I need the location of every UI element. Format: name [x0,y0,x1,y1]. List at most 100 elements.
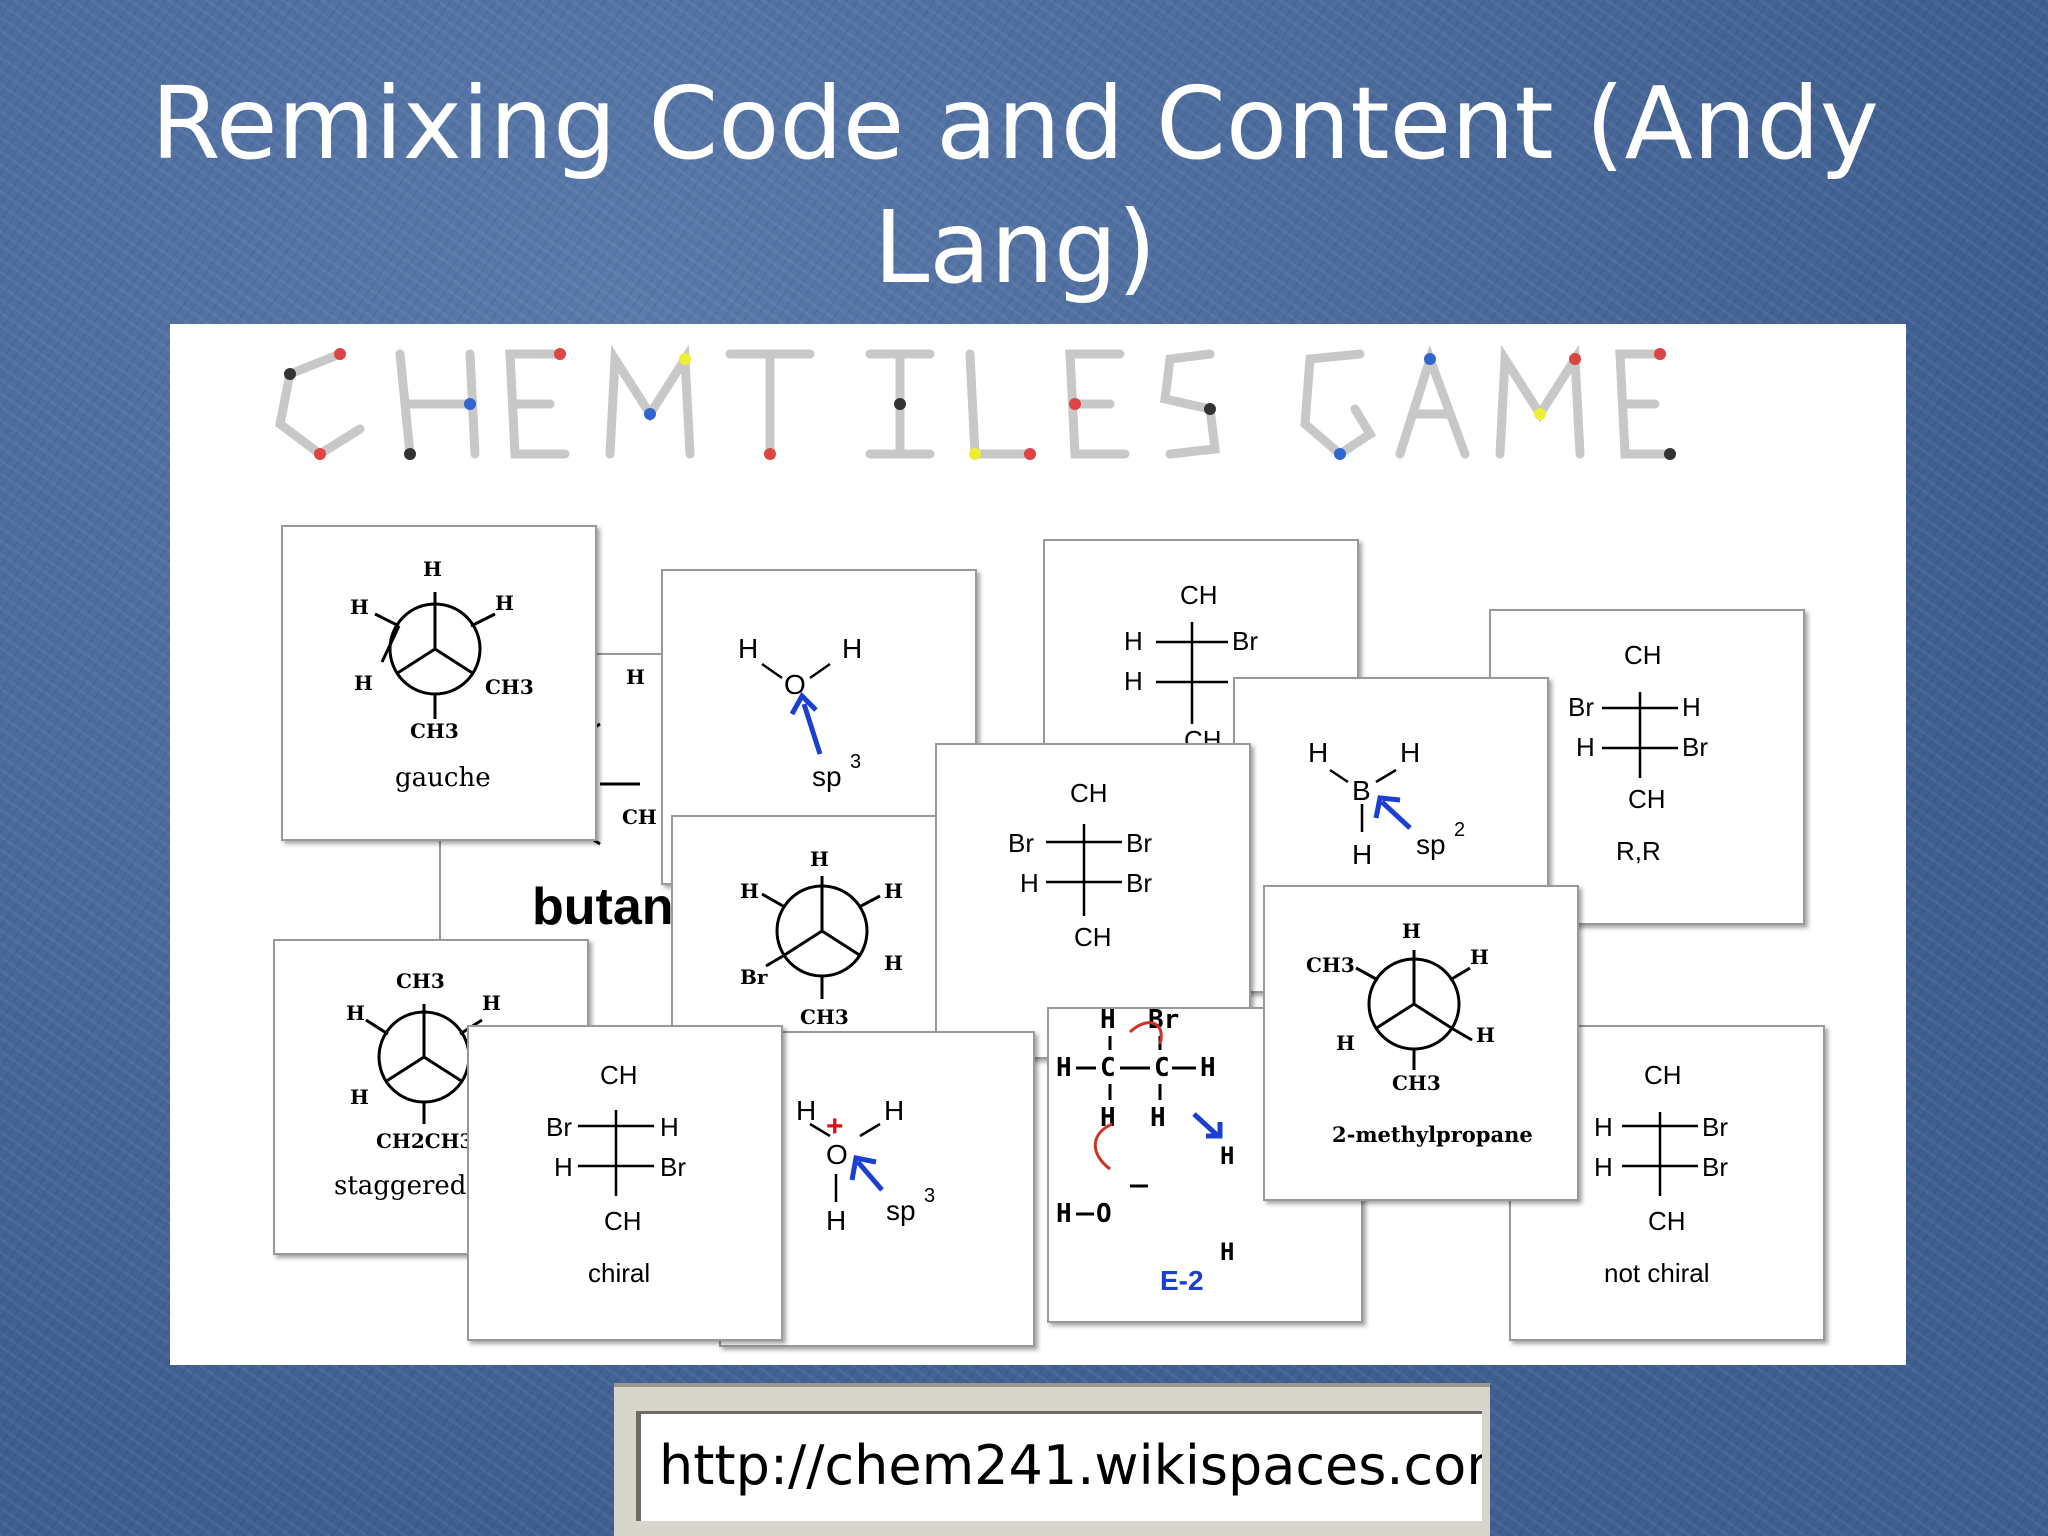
svg-text:H: H [842,633,862,664]
card-fischer-meso[interactable]: CH Br Br H Br CH [935,743,1251,1059]
svg-text:not chiral: not chiral [1604,1258,1710,1288]
svg-text:Br: Br [1682,732,1708,762]
svg-text:Br: Br [1232,626,1258,656]
svg-text:CH: CH [1624,640,1662,670]
svg-text:H: H [1336,1031,1355,1055]
svg-text:CH3: CH3 [1392,1071,1441,1095]
svg-text:CH: CH [1648,1206,1686,1236]
svg-text:H: H [1056,1053,1072,1083]
svg-text:O: O [826,1139,848,1170]
butane-ch: CH [622,805,657,829]
svg-text:H: H [354,671,373,695]
svg-text:sp: sp [812,761,842,792]
svg-text:H: H [1308,737,1328,768]
svg-text:H: H [1402,919,1421,943]
svg-text:Br: Br [740,965,768,989]
card-chiral[interactable]: CH Br H H Br CH chiral [467,1025,783,1341]
svg-text:CH3: CH3 [396,969,445,993]
svg-text:H: H [1352,839,1372,870]
svg-text:H: H [1124,626,1143,656]
svg-text:H: H [1220,1238,1234,1266]
svg-text:CH: CH [604,1206,642,1236]
svg-text:CH3: CH3 [800,1005,849,1029]
svg-text:2-methylpropane: 2-methylpropane [1332,1122,1533,1147]
svg-text:CH2CH3: CH2CH3 [376,1129,473,1153]
svg-text:chiral: chiral [588,1258,650,1288]
svg-text:Br: Br [1126,828,1152,858]
svg-text:CH: CH [1628,784,1666,814]
svg-text:CH3: CH3 [485,675,534,699]
gauche-caption: gauche [395,763,491,793]
svg-text:H: H [1470,945,1489,969]
svg-text:Br: Br [1568,692,1594,722]
slide-title: Remixing Code and Content (Andy Lang) [151,65,1879,306]
svg-text:H: H [1150,1103,1166,1133]
svg-text:H: H [346,1001,365,1025]
svg-text:H: H [350,595,369,619]
svg-text:H: H [826,1205,846,1236]
svg-text:Br: Br [1126,868,1152,898]
svg-text:CH: CH [600,1060,638,1090]
svg-text:H: H [884,1095,904,1126]
svg-text:H: H [1476,1023,1495,1047]
svg-text:2: 2 [1454,819,1465,841]
svg-text:CH: CH [1644,1060,1682,1090]
svg-text:CH3: CH3 [1306,953,1355,977]
svg-text:CH: CH [1070,778,1108,808]
chemtiles-banner-logo [275,344,1675,460]
svg-text:Br: Br [660,1152,686,1182]
svg-text:H: H [1220,1142,1234,1170]
svg-text:O: O [1096,1199,1112,1229]
svg-text:H: H [1594,1152,1613,1182]
svg-text:H: H [1594,1112,1613,1142]
svg-text:Br: Br [1702,1152,1728,1182]
banner-atoms [284,348,1676,460]
svg-text:H: H [796,1095,816,1126]
svg-text:C: C [1100,1053,1116,1083]
svg-text:3: 3 [850,751,861,773]
svg-text:H: H [1124,666,1143,696]
url-field[interactable]: http://chem241.wikispaces.com/ [636,1411,1482,1521]
svg-text:Br: Br [1148,1005,1179,1035]
svg-text:CH: CH [1074,922,1112,952]
svg-text:H: H [1020,868,1039,898]
card-gauche[interactable]: H H H H CH3 CH3 gauche [281,525,597,841]
svg-text:H: H [423,557,442,581]
butane-h: H [626,665,645,689]
svg-text:H: H [738,633,758,664]
svg-text:H: H [1682,692,1701,722]
svg-text:H: H [1056,1199,1072,1229]
svg-text:C: C [1154,1053,1170,1083]
svg-text:H: H [884,879,903,903]
svg-text:H: H [660,1112,679,1142]
svg-text:H: H [810,847,829,871]
e2-caption: E-2 [1160,1265,1204,1296]
chemtiles-game-image: H CH butane H H H H CH3 CH3 gauche CH H … [170,324,1906,1365]
svg-text:H: H [554,1152,573,1182]
svg-text:Br: Br [1008,828,1034,858]
svg-text:O: O [784,669,806,700]
svg-text:sp: sp [886,1195,916,1226]
svg-text:H: H [1400,737,1420,768]
game-board: H CH butane H H H H CH3 CH3 gauche CH H … [273,344,1825,1347]
svg-text:H: H [1200,1053,1216,1083]
svg-text:sp: sp [1416,829,1446,860]
svg-text:H: H [482,991,501,1015]
svg-text:Br: Br [546,1112,572,1142]
browser-address-bar: http://chem241.wikispaces.com/ [614,1383,1490,1536]
svg-text:H: H [1100,1005,1116,1035]
svg-text:CH: CH [1180,580,1218,610]
svg-text:+: + [826,1110,844,1143]
svg-text:CH3: CH3 [410,719,459,743]
svg-text:H: H [740,879,759,903]
svg-text:3: 3 [924,1185,935,1207]
svg-text:B: B [1352,775,1371,806]
svg-text:H: H [495,591,514,615]
svg-text:Br: Br [1702,1112,1728,1142]
svg-text:staggered: staggered [334,1171,466,1201]
card-2-methylpropane[interactable]: H CH3 H H H CH3 2-methylpropane [1263,885,1579,1201]
svg-text:H: H [884,951,903,975]
svg-text:H: H [1576,732,1595,762]
svg-text:R,R: R,R [1616,836,1661,866]
svg-text:H: H [350,1085,369,1109]
